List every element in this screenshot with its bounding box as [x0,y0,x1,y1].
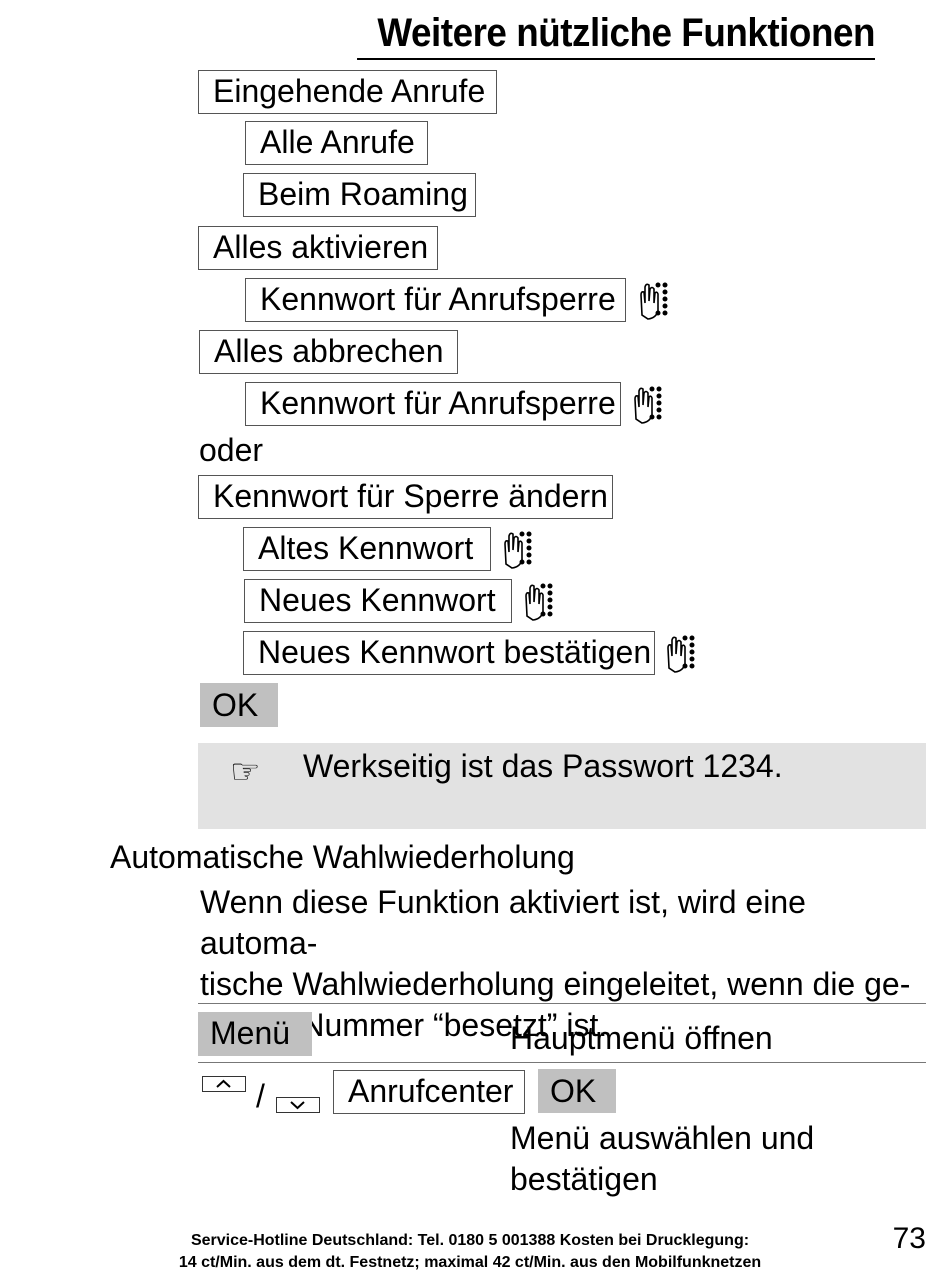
page-title: Weitere nützliche Funktionen [357,8,875,60]
pointing-hand-icon: ☞ [230,753,261,791]
menu-description: Hauptmenü öffnen [510,1020,773,1056]
ok-button[interactable]: OK [538,1069,616,1113]
arrow-down-icon[interactable] [276,1097,320,1113]
keypad-hand-icon [640,282,668,320]
note-box [198,743,926,829]
keypad-hand-icon [504,531,532,569]
paragraph-line: tische Wahlwiederholung eingeleitet, wen… [200,966,911,1002]
keypad-hand-icon [525,583,553,621]
section-heading: Automatische Wahlwiederholung [110,839,575,875]
call-center-item[interactable]: Anrufcenter [333,1070,525,1114]
password-field-2[interactable]: Kennwort für Anrufsperre [245,382,621,426]
menu-item-all-calls[interactable]: Alle Anrufe [245,121,428,165]
confirm-password-field[interactable]: Neues Kennwort bestätigen [243,631,655,675]
new-password-field[interactable]: Neues Kennwort [244,579,512,623]
footer-line: Service-Hotline Deutschland: Tel. 0180 5… [190,1232,750,1249]
page-number: 73 [892,1222,926,1255]
menu-item-roaming[interactable]: Beim Roaming [243,173,476,217]
note-text: Werkseitig ist das Passwort 1234. [303,748,783,784]
menu-button[interactable]: Menü [198,1012,312,1056]
menu-item-incoming-calls[interactable]: Eingehende Anrufe [198,70,497,114]
footer: Service-Hotline Deutschland: Tel. 0180 5… [150,1230,790,1274]
section-paragraph: Wenn diese Funktion aktiviert ist, wird … [200,882,915,1046]
keypad-hand-icon [667,635,695,673]
select-description: bestätigen [510,1161,658,1197]
select-description: Menü auswählen und [510,1120,815,1156]
divider [198,1062,926,1063]
divider [198,1003,926,1004]
menu-item-change-password[interactable]: Kennwort für Sperre ändern [198,475,613,519]
ok-button[interactable]: OK [200,683,278,727]
password-field-1[interactable]: Kennwort für Anrufsperre [245,278,626,322]
menu-item-activate-all[interactable]: Alles aktivieren [198,226,438,270]
menu-item-cancel-all[interactable]: Alles abbrechen [199,330,458,374]
keypad-hand-icon [634,386,662,424]
footer-line: 14 ct/Min. aus dem dt. Festnetz; maximal… [178,1254,762,1271]
paragraph-line: Wenn diese Funktion aktiviert ist, wird … [200,884,806,961]
arrow-up-icon[interactable] [202,1076,246,1092]
or-label: oder [199,432,264,468]
separator: / [256,1078,265,1114]
old-password-field[interactable]: Altes Kennwort [243,527,491,571]
